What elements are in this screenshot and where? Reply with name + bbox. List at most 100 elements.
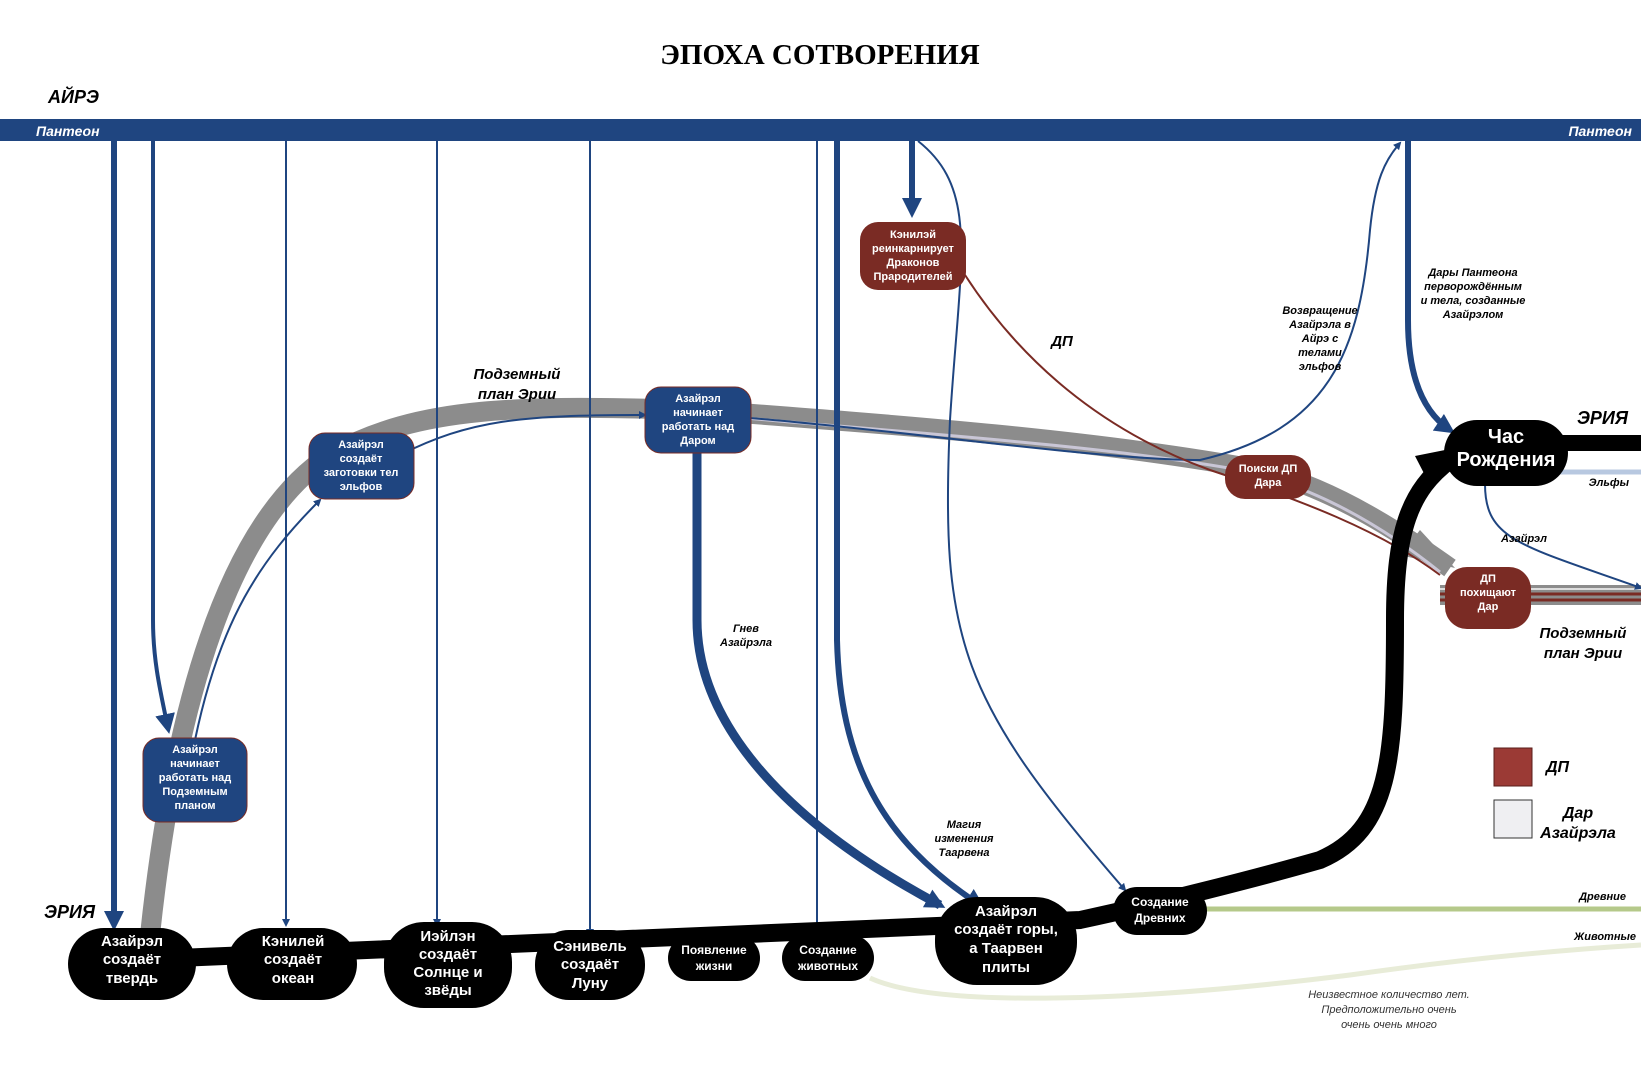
return-label-5: эльфов — [1299, 361, 1342, 373]
node-under-plan-line-1: Азайрэл — [172, 744, 218, 756]
node-life: Появление жизни — [668, 935, 760, 981]
node-ocean-line-2: создаёт — [264, 951, 322, 968]
ancients-line-label: Древние — [1578, 891, 1626, 903]
unknown-years-note-1: Неизвестное количество лет. — [1308, 989, 1470, 1001]
pantheon-arrow-mountains — [834, 141, 986, 909]
return-label-1: Возвращение — [1282, 305, 1357, 317]
node-bodies-line-3: заготовки тел — [324, 467, 399, 479]
node-mountains-line-2: создаёт горы, — [954, 921, 1058, 938]
node-bodies: Азайрэл создаёт заготовки тел эльфов — [308, 432, 415, 500]
node-steal: ДП похищают Дар — [1445, 567, 1531, 629]
return-label-2: Азайрэла в — [1288, 319, 1351, 331]
node-dragons-line-1: Кэнилэй — [890, 229, 936, 241]
node-steal-line-3: Дар — [1478, 601, 1499, 613]
return-label-3: Айрэ с — [1301, 333, 1338, 345]
node-animals-line-1: Создание — [799, 943, 857, 957]
elves-label: Эльфы — [1589, 477, 1630, 489]
node-under-plan-line-3: работать над — [159, 772, 232, 784]
unknown-years-note-3: очень очень много — [1341, 1019, 1437, 1031]
node-ancients-line-1: Создание — [1131, 895, 1189, 909]
node-dragons-line-2: реинкарнирует — [872, 243, 955, 255]
node-ocean-line-3: океан — [272, 970, 314, 987]
node-under-plan-line-2: начинает — [170, 758, 220, 770]
node-firmament-line-3: твердь — [106, 970, 158, 987]
return-arrow — [749, 141, 1402, 462]
gifts-arrow — [1405, 141, 1455, 434]
node-animals-line-2: животных — [797, 959, 859, 973]
pantheon-bar — [0, 119, 1641, 141]
node-sun: Иэйлэн создаёт Солнце и звёды — [384, 922, 512, 1008]
node-under-plan-line-5: планом — [174, 800, 215, 812]
node-mountains-line-3: а Таарвен — [969, 940, 1043, 957]
pantheon-arrow-underplan — [151, 141, 175, 734]
legend-dp-swatch — [1493, 747, 1533, 787]
legend: ДП Дар Азайрэла — [1493, 747, 1616, 842]
azairel-label: Азайрэл — [1500, 533, 1547, 545]
node-bodies-line-1: Азайрэл — [338, 439, 384, 451]
azairel-arrow — [1484, 483, 1641, 590]
eria-label-left: ЭРИЯ — [44, 902, 96, 922]
wrath-label-2: Азайрэла — [719, 637, 772, 649]
eria-label-right: ЭРИЯ — [1577, 408, 1629, 428]
node-ocean-line-1: Кэнилей — [262, 933, 325, 950]
node-firmament-line-1: Азайрэл — [101, 933, 163, 950]
gifts-label-3: и тела, созданные — [1421, 295, 1526, 307]
page-title: ЭПОХА СОТВОРЕНИЯ — [660, 39, 980, 71]
wrath-label-1: Гнев — [733, 623, 759, 635]
legend-gift-swatch — [1493, 799, 1533, 839]
dp-path — [964, 274, 1441, 576]
node-gift-work-line-4: Даром — [680, 435, 715, 447]
node-bodies-line-2: создаёт — [340, 453, 383, 465]
node-ocean: Кэнилей создаёт океан — [227, 928, 357, 1000]
node-ancients-line-2: Древних — [1134, 911, 1186, 925]
node-firmament: Азайрэл создаёт твердь — [68, 928, 196, 1000]
node-under-plan-line-4: Подземным — [162, 786, 227, 798]
animals-line — [868, 942, 1641, 1001]
node-under-plan: Азайрэл начинает работать над Подземным … — [142, 737, 248, 823]
node-steal-line-1: ДП — [1480, 573, 1496, 585]
node-life-line-1: Появление — [681, 943, 747, 957]
node-life-line-2: жизни — [695, 959, 732, 973]
legend-dp-label: ДП — [1544, 759, 1570, 776]
node-search-line-2: Дара — [1255, 477, 1283, 489]
node-gift-work-line-1: Азайрэл — [675, 393, 721, 405]
underground-label-top-1: Подземный — [474, 366, 561, 383]
node-gift-work-line-2: начинает — [673, 407, 723, 419]
gifts-label-1: Дары Пантеона — [1427, 267, 1517, 279]
legend-gift-label-1: Дар — [1561, 805, 1593, 822]
node-moon-line-3: Луну — [572, 975, 609, 992]
underground-label-right-2: план Эрии — [1544, 645, 1622, 662]
node-search-line-1: Поиски ДП — [1239, 463, 1298, 475]
node-gift-work: Азайрэл начинает работать над Даром — [644, 386, 752, 454]
node-moon-line-2: создаёт — [561, 956, 619, 973]
magic-label-2: изменения — [934, 833, 994, 845]
node-firmament-line-2: создаёт — [103, 951, 161, 968]
wrath-arrow — [692, 452, 946, 909]
node-gift-work-line-3: работать над — [662, 421, 735, 433]
node-birth: Час Рождения — [1444, 420, 1568, 486]
unknown-years-note-2: Предположительно очень — [1321, 1004, 1456, 1016]
gifts-label-4: Азайрэлом — [1442, 309, 1504, 321]
node-mountains: Азайрэл создаёт горы, а Таарвен плиты — [935, 897, 1077, 985]
pantheon-label-right: Пантеон — [1568, 123, 1632, 139]
magic-label-3: Таарвена — [939, 847, 990, 859]
eria-timeline — [129, 452, 1456, 969]
magic-arrow — [917, 140, 1127, 892]
node-sun-line-2: создаёт — [419, 946, 477, 963]
node-animals: Создание животных — [782, 935, 874, 981]
node-moon: Сэнивель создаёт Луну — [535, 930, 645, 1000]
aire-label: АЙРЭ — [47, 86, 99, 107]
node-steal-line-2: похищают — [1460, 587, 1517, 599]
node-sun-line-4: звёды — [424, 982, 471, 999]
underground-arrowhead — [1400, 530, 1455, 568]
magic-label-1: Магия — [947, 819, 982, 831]
underground-label-right-1: Подземный — [1540, 625, 1627, 642]
node-mountains-line-4: плиты — [982, 959, 1030, 976]
underground-label-top-2: план Эрии — [478, 386, 556, 403]
dp-path-label: ДП — [1049, 333, 1074, 350]
node-mountains-line-1: Азайрэл — [975, 903, 1037, 920]
node-sun-line-1: Иэйлэн — [420, 928, 475, 945]
underplan-to-bodies-arrow — [194, 498, 322, 741]
bodies-to-gift-arrow — [399, 411, 647, 456]
